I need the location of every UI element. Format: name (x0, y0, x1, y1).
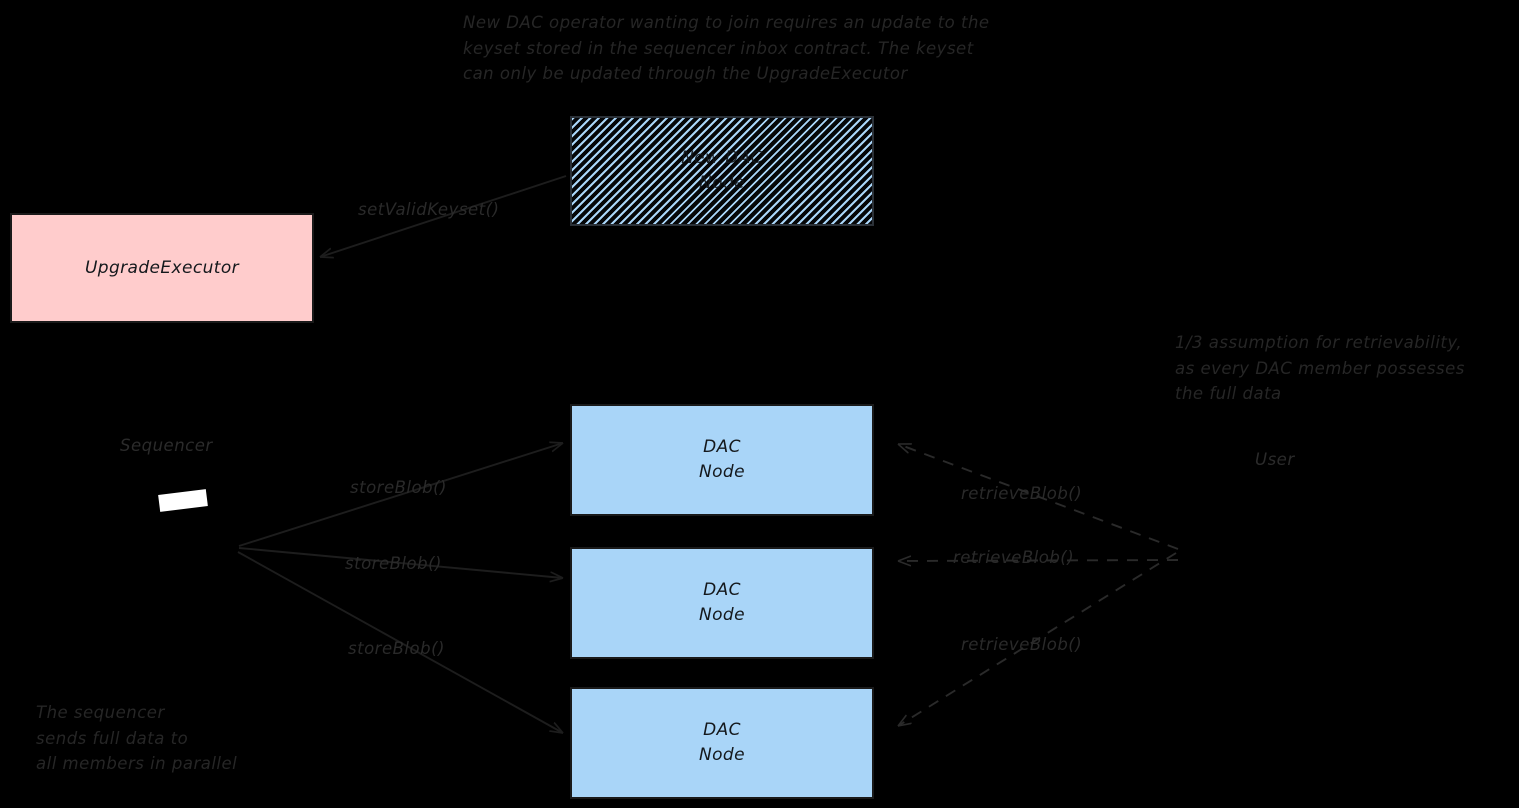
node-dac-node-2[interactable]: DAC Node (570, 547, 874, 659)
arrow-store-blob-2 (238, 547, 563, 578)
node-new-dac-node-label: New DAC Node (681, 148, 763, 193)
node-upgrade-executor[interactable]: UpgradeExecutor (10, 213, 314, 323)
arrow-retrieve-blob-3 (898, 552, 1177, 727)
node-dac-node-1-label: DAC Node (699, 437, 745, 482)
edge-label-retrieve-blob-2: retrieveBlob() (953, 548, 1075, 567)
arrow-set-valid-keyset (320, 175, 567, 257)
edge-label-store-blob-3: storeBlob() (348, 639, 445, 658)
node-dac-node-3-label: DAC Node (699, 720, 745, 765)
edge-label-store-blob-2: storeBlob() (345, 554, 442, 573)
node-dac-node-2-label: DAC Node (699, 580, 745, 625)
node-dac-node-3[interactable]: DAC Node (570, 687, 874, 799)
arrow-store-blob-3 (237, 551, 563, 733)
edge-label-set-valid-keyset: setValidKeyset() (358, 200, 500, 219)
node-dac-node-1[interactable]: DAC Node (570, 404, 874, 516)
actor-sequencer-label: Sequencer (120, 436, 213, 455)
node-upgrade-executor-label: UpgradeExecutor (84, 257, 240, 278)
edge-label-store-blob-1: storeBlob() (350, 478, 447, 497)
annotation-retrievability-note: 1/3 assumption for retrievability, as ev… (1175, 333, 1465, 403)
arrow-retrieve-blob-1 (898, 443, 1179, 550)
arrow-store-blob-1 (238, 443, 563, 547)
node-new-dac-node[interactable]: New DAC Node (570, 116, 874, 226)
edge-label-retrieve-blob-1: retrieveBlob() (961, 484, 1083, 503)
annotation-keyset-note: New DAC operator wanting to join require… (463, 13, 990, 83)
annotation-sequencer-note: The sequencer sends full data to all mem… (36, 703, 238, 773)
edge-label-retrieve-blob-3: retrieveBlob() (961, 635, 1083, 654)
arrow-retrieve-blob-2 (898, 560, 1179, 561)
actor-user-label: User (1255, 450, 1295, 469)
